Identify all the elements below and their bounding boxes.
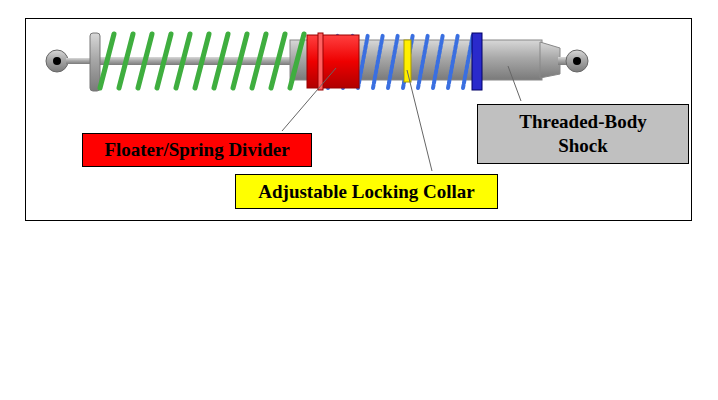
spring-coil: [176, 34, 190, 88]
spring-coil: [418, 34, 428, 88]
spring-coil: [373, 34, 383, 88]
spring-coil: [403, 34, 413, 88]
spring-seat: [90, 33, 100, 91]
spring-coil: [157, 34, 171, 88]
leader-line: [508, 66, 521, 101]
spring-coil: [433, 34, 443, 88]
eye-hole: [573, 57, 581, 65]
leader-line: [407, 70, 432, 171]
locking-collar: [404, 40, 411, 82]
leader-line: [282, 68, 336, 131]
spring-coil: [100, 34, 114, 88]
spring-coil: [119, 34, 133, 88]
part-label: Floater/Spring Divider: [104, 138, 289, 162]
spring-coil: [388, 34, 398, 88]
spring-coil: [290, 34, 304, 88]
spring-coil: [214, 34, 228, 88]
rod-eye: [46, 50, 68, 72]
body-eye: [566, 50, 588, 72]
frame: [26, 19, 692, 221]
floater-lip: [318, 33, 323, 90]
spring-coil: [138, 34, 152, 88]
spring-coil: [271, 34, 285, 88]
part-label-box: Adjustable Locking Collar: [235, 174, 498, 209]
spring-coil: [233, 34, 247, 88]
part-label-box: Floater/Spring Divider: [82, 133, 312, 167]
part-label: Adjustable Locking Collar: [258, 180, 474, 204]
floater: [307, 35, 359, 88]
spring-coil: [252, 34, 266, 88]
part-label: Threaded-Body Shock: [498, 110, 668, 158]
spring-coils: [100, 34, 473, 88]
eye-hole: [53, 57, 61, 65]
part-label-box: Threaded-Body Shock: [477, 104, 689, 164]
spring-coil: [448, 34, 458, 88]
body-end: [540, 42, 560, 78]
spring-collar: [472, 33, 482, 90]
spring-coil: [195, 34, 209, 88]
